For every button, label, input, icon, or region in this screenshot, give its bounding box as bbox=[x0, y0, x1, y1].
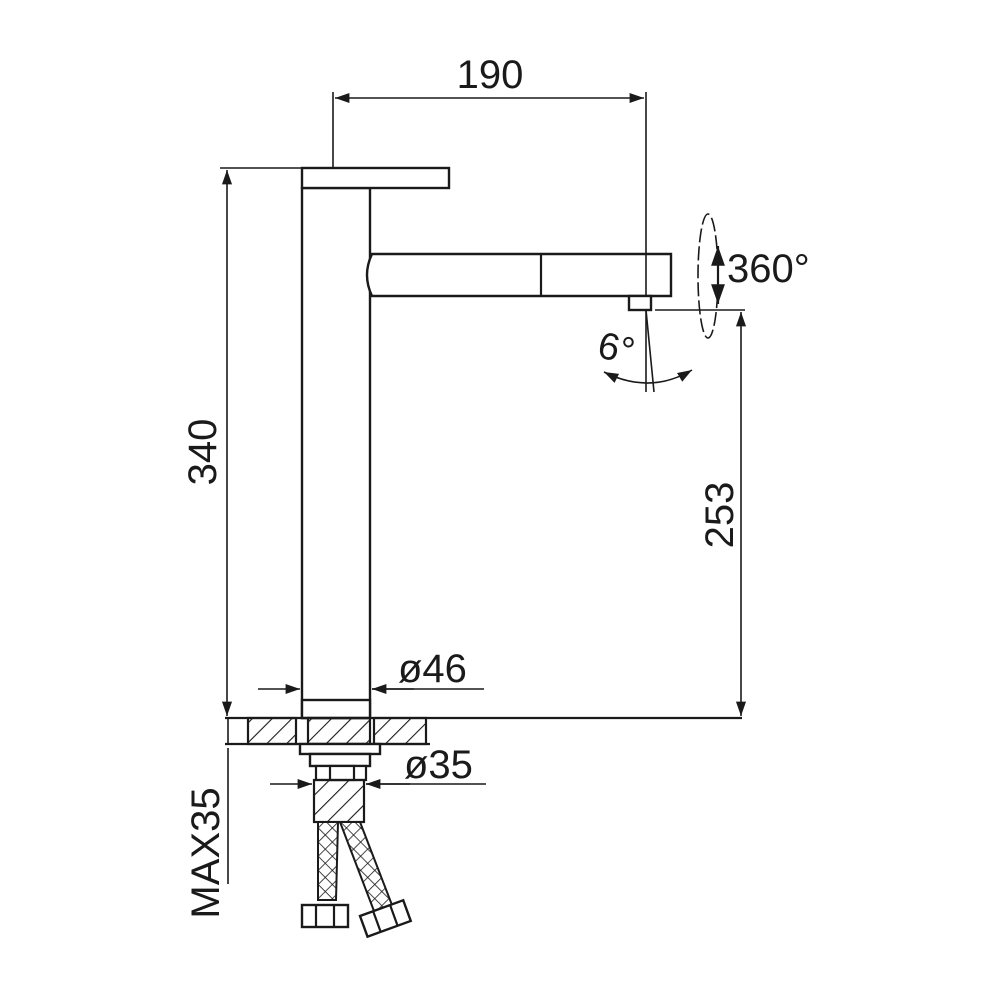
base-ring bbox=[300, 698, 372, 720]
dimension-253: 253 bbox=[655, 309, 747, 716]
lever-handle bbox=[300, 166, 451, 190]
dimension-label-340: 340 bbox=[181, 419, 225, 486]
countertop-section bbox=[225, 716, 742, 746]
dimension-label-35: ø35 bbox=[404, 743, 473, 787]
faucet-body bbox=[300, 166, 673, 720]
dimension-340: 340 bbox=[181, 167, 302, 716]
dimension-label-253: 253 bbox=[698, 482, 742, 549]
faucet-column bbox=[300, 186, 372, 720]
hose-nut-right bbox=[358, 898, 413, 939]
dimension-diameter-46: ø46 bbox=[258, 647, 484, 695]
dimension-label-max35: MAX35 bbox=[184, 787, 228, 918]
hose-right bbox=[338, 821, 394, 913]
rotation-label: 360° bbox=[727, 247, 810, 291]
rotation-indicator: 360° bbox=[697, 213, 810, 339]
dimension-190: 190 bbox=[332, 53, 647, 296]
dimension-max35: MAX35 bbox=[184, 718, 229, 919]
dimension-label-190: 190 bbox=[457, 53, 524, 97]
spout bbox=[365, 252, 673, 298]
dimension-diameter-35: ø35 bbox=[270, 743, 486, 790]
aerator bbox=[627, 294, 653, 312]
hose-left bbox=[317, 821, 340, 901]
tilt-label: 6° bbox=[594, 325, 638, 374]
mounting-shank bbox=[298, 716, 382, 824]
supply-hoses bbox=[300, 821, 413, 939]
dimension-label-46: ø46 bbox=[398, 647, 467, 691]
tilt-indicator: 6° bbox=[594, 309, 693, 393]
hose-nut-left bbox=[300, 903, 350, 929]
